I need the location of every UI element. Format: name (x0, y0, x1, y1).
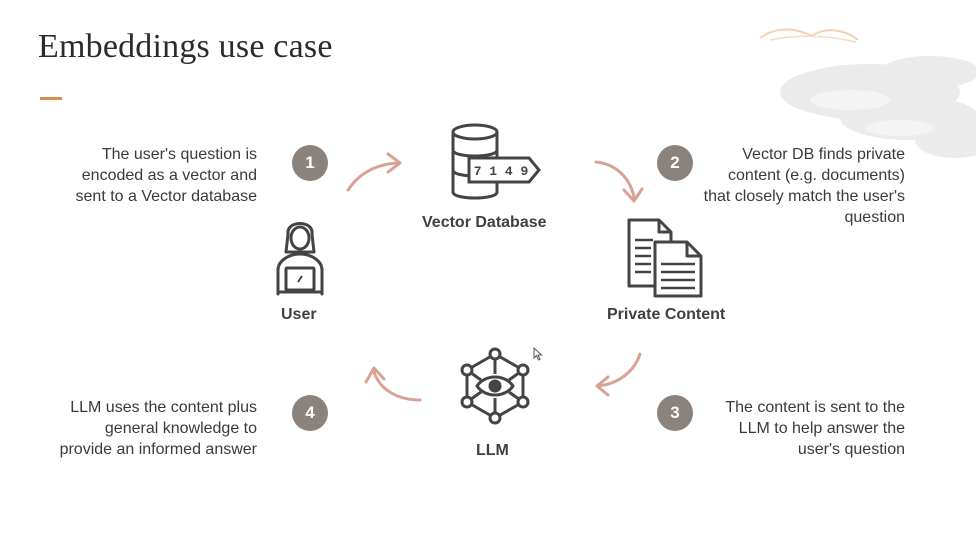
mouse-cursor-icon (533, 347, 543, 361)
vector-code: 7 1 4 9 (474, 164, 529, 179)
user-laptop-icon (276, 222, 324, 296)
user-label: User (281, 306, 317, 323)
neural-network-icon (460, 347, 530, 425)
step-3-badge: 3 (657, 395, 693, 431)
step-1-text: The user's question is encoded as a vect… (75, 146, 257, 205)
step-3-text: The content is sent to the LLM to help a… (725, 399, 905, 458)
arrow-db-to-content (594, 160, 636, 199)
database-icon: 7 1 4 9 (451, 123, 541, 200)
arrow-llm-to-user (372, 370, 422, 402)
llm-label: LLM (476, 442, 509, 459)
step-4-badge: 4 (292, 395, 328, 431)
step-2-text: Vector DB finds private content (e.g. do… (703, 146, 905, 226)
arrow-content-to-llm (596, 352, 642, 388)
private-content-label: Private Content (607, 306, 726, 323)
arrow-user-to-db (346, 161, 400, 192)
step-2-badge: 2 (657, 145, 693, 181)
step-1-badge: 1 (292, 145, 328, 181)
vector-database-label: Vector Database (422, 214, 547, 231)
documents-icon (627, 218, 703, 298)
page-title: Embeddings use case (38, 28, 333, 65)
step-4-text: LLM uses the content plus general knowle… (59, 399, 257, 458)
accent-rule (40, 97, 62, 100)
